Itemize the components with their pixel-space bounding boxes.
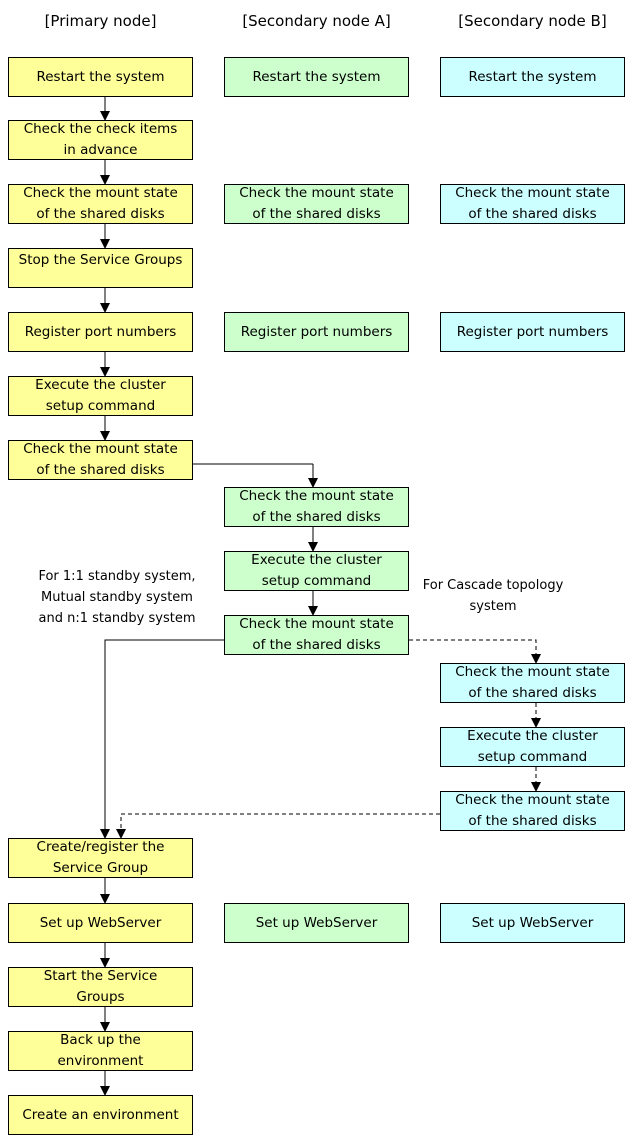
primary-step-restart: Restart the system	[8, 57, 193, 97]
secondary-a-step-setup-webserver: Set up WebServer	[224, 903, 409, 943]
primary-step-create-environment: Create an environment	[8, 1095, 193, 1135]
secondary-b-step-check-mount-2: Check the mount state of the shared disk…	[440, 663, 625, 703]
primary-step-register-ports: Register port numbers	[8, 312, 193, 352]
primary-step-setup-webserver: Set up WebServer	[8, 903, 193, 943]
secondary-b-step-setup-webserver: Set up WebServer	[440, 903, 625, 943]
secondary-a-step-check-mount-3: Check the mount state of the shared disk…	[224, 615, 409, 655]
secondary-b-step-check-mount-1: Check the mount state of the shared disk…	[440, 184, 625, 224]
header-secondary-node-a: [Secondary node A]	[242, 12, 391, 30]
note-standby-systems: For 1:1 standby system, Mutual standby s…	[38, 569, 196, 626]
secondary-a-step-check-mount-2: Check the mount state of the shared disk…	[224, 487, 409, 527]
note-cascade-topology: For Cascade topology system	[422, 578, 564, 614]
secondary-a-step-check-mount-1: Check the mount state of the shared disk…	[224, 184, 409, 224]
header-secondary-node-b: [Secondary node B]	[458, 12, 607, 30]
secondary-a-step-register-ports: Register port numbers	[224, 312, 409, 352]
secondary-b-step-cluster-setup: Execute the cluster setup command	[440, 727, 625, 767]
arrow-b6-p8	[116, 813, 440, 839]
arrow-a6-b4	[409, 639, 541, 664]
secondary-b-step-check-mount-3: Check the mount state of the shared disk…	[440, 791, 625, 831]
secondary-a-step-cluster-setup: Execute the cluster setup command	[224, 551, 409, 591]
primary-step-check-mount-1: Check the mount state of the shared disk…	[8, 184, 193, 224]
header-primary-node: [Primary node]	[44, 12, 157, 30]
secondary-b-step-register-ports: Register port numbers	[440, 312, 625, 352]
secondary-a-step-restart: Restart the system	[224, 57, 409, 97]
primary-step-start-service-groups: Start the Service Groups	[8, 967, 193, 1007]
secondary-b-step-restart: Restart the system	[440, 57, 625, 97]
arrow-a6-p8	[100, 639, 224, 839]
primary-step-backup-environment: Back up the environment	[8, 1031, 193, 1071]
primary-step-check-items: Check the check items in advance	[8, 120, 193, 160]
primary-step-check-mount-2: Check the mount state of the shared disk…	[8, 440, 193, 480]
primary-step-stop-service-groups: Stop the Service Groups	[8, 248, 193, 288]
primary-step-cluster-setup: Execute the cluster setup command	[8, 376, 193, 416]
primary-step-create-service-group: Create/register the Service Group	[8, 838, 193, 878]
